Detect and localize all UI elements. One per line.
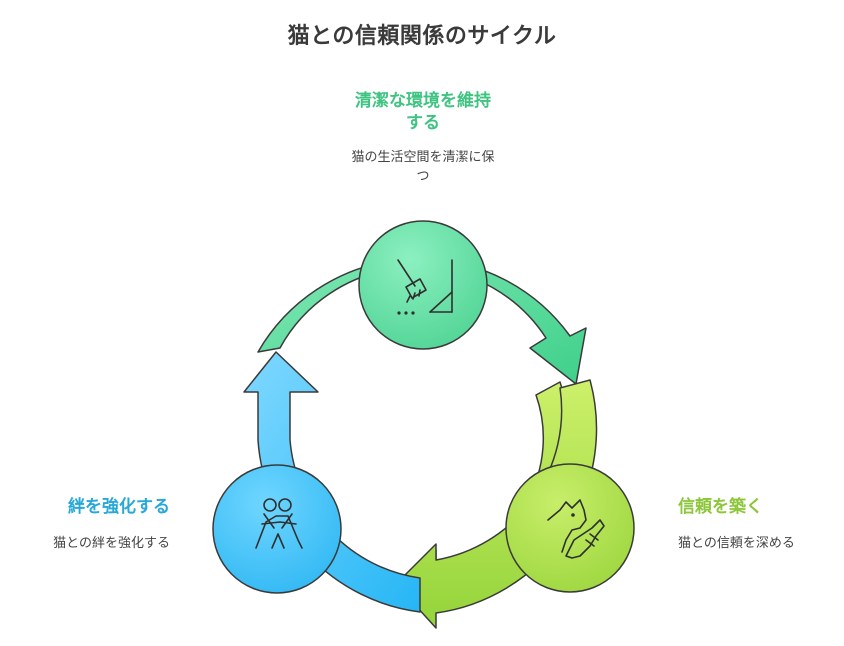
step-desc-clean: 猫の生活空間を清潔に保 つ	[328, 148, 518, 186]
step-title-trust: 信頼を築く	[678, 497, 763, 517]
step-title-bond: 絆を強化する	[68, 497, 170, 517]
hug-icon	[255, 498, 303, 549]
step-desc-bond: 猫との絆を強化する	[53, 536, 170, 551]
step-title-clean-line1: 清潔な環境を維持	[355, 91, 491, 111]
dog-hand-icon	[547, 499, 605, 559]
step-desc-clean-line2: つ	[416, 169, 430, 184]
step-circle-bond	[212, 464, 342, 594]
step-title-clean: 清潔な環境を維持 する	[318, 90, 528, 134]
step-circle-trust	[505, 463, 635, 593]
step-circle-clean	[358, 220, 488, 350]
step-desc-clean-line1: 猫の生活空間を清潔に保	[351, 150, 495, 165]
diagram-title: 猫との信頼関係のサイクル	[287, 24, 557, 49]
broom-icon	[397, 259, 453, 315]
arrow-blue	[243, 351, 421, 613]
step-title-clean-line2: する	[406, 113, 440, 133]
step-desc-trust: 猫との信頼を深める	[678, 536, 795, 551]
